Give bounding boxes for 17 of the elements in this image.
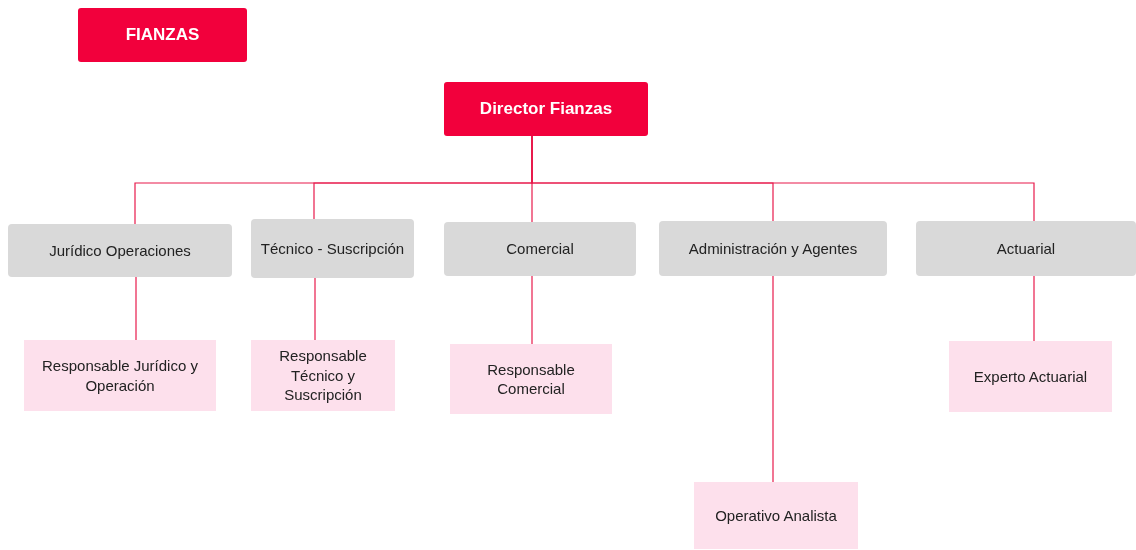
department-box: Técnico - Suscripción [251, 219, 414, 278]
role-box: Responsable Jurídico y Operación [24, 340, 216, 411]
connector-line [531, 275, 533, 345]
director-box: Director Fianzas [444, 82, 648, 136]
role-box: Responsable Comercial [450, 344, 612, 414]
department-box: Administración y Agentes [659, 221, 887, 276]
department-box: Comercial [444, 222, 636, 276]
connector-line [314, 277, 316, 341]
department-box: Actuarial [916, 221, 1136, 276]
connector-line [1033, 275, 1035, 342]
connector-line [772, 275, 774, 483]
role-box: Responsable Técnico y Suscripción [251, 340, 395, 411]
role-box: Operativo Analista [694, 482, 858, 549]
title-box: FIANZAS [78, 8, 247, 62]
role-box: Experto Actuarial [949, 341, 1112, 412]
department-box: Jurídico Operaciones [8, 224, 232, 277]
connector-line [135, 276, 137, 341]
